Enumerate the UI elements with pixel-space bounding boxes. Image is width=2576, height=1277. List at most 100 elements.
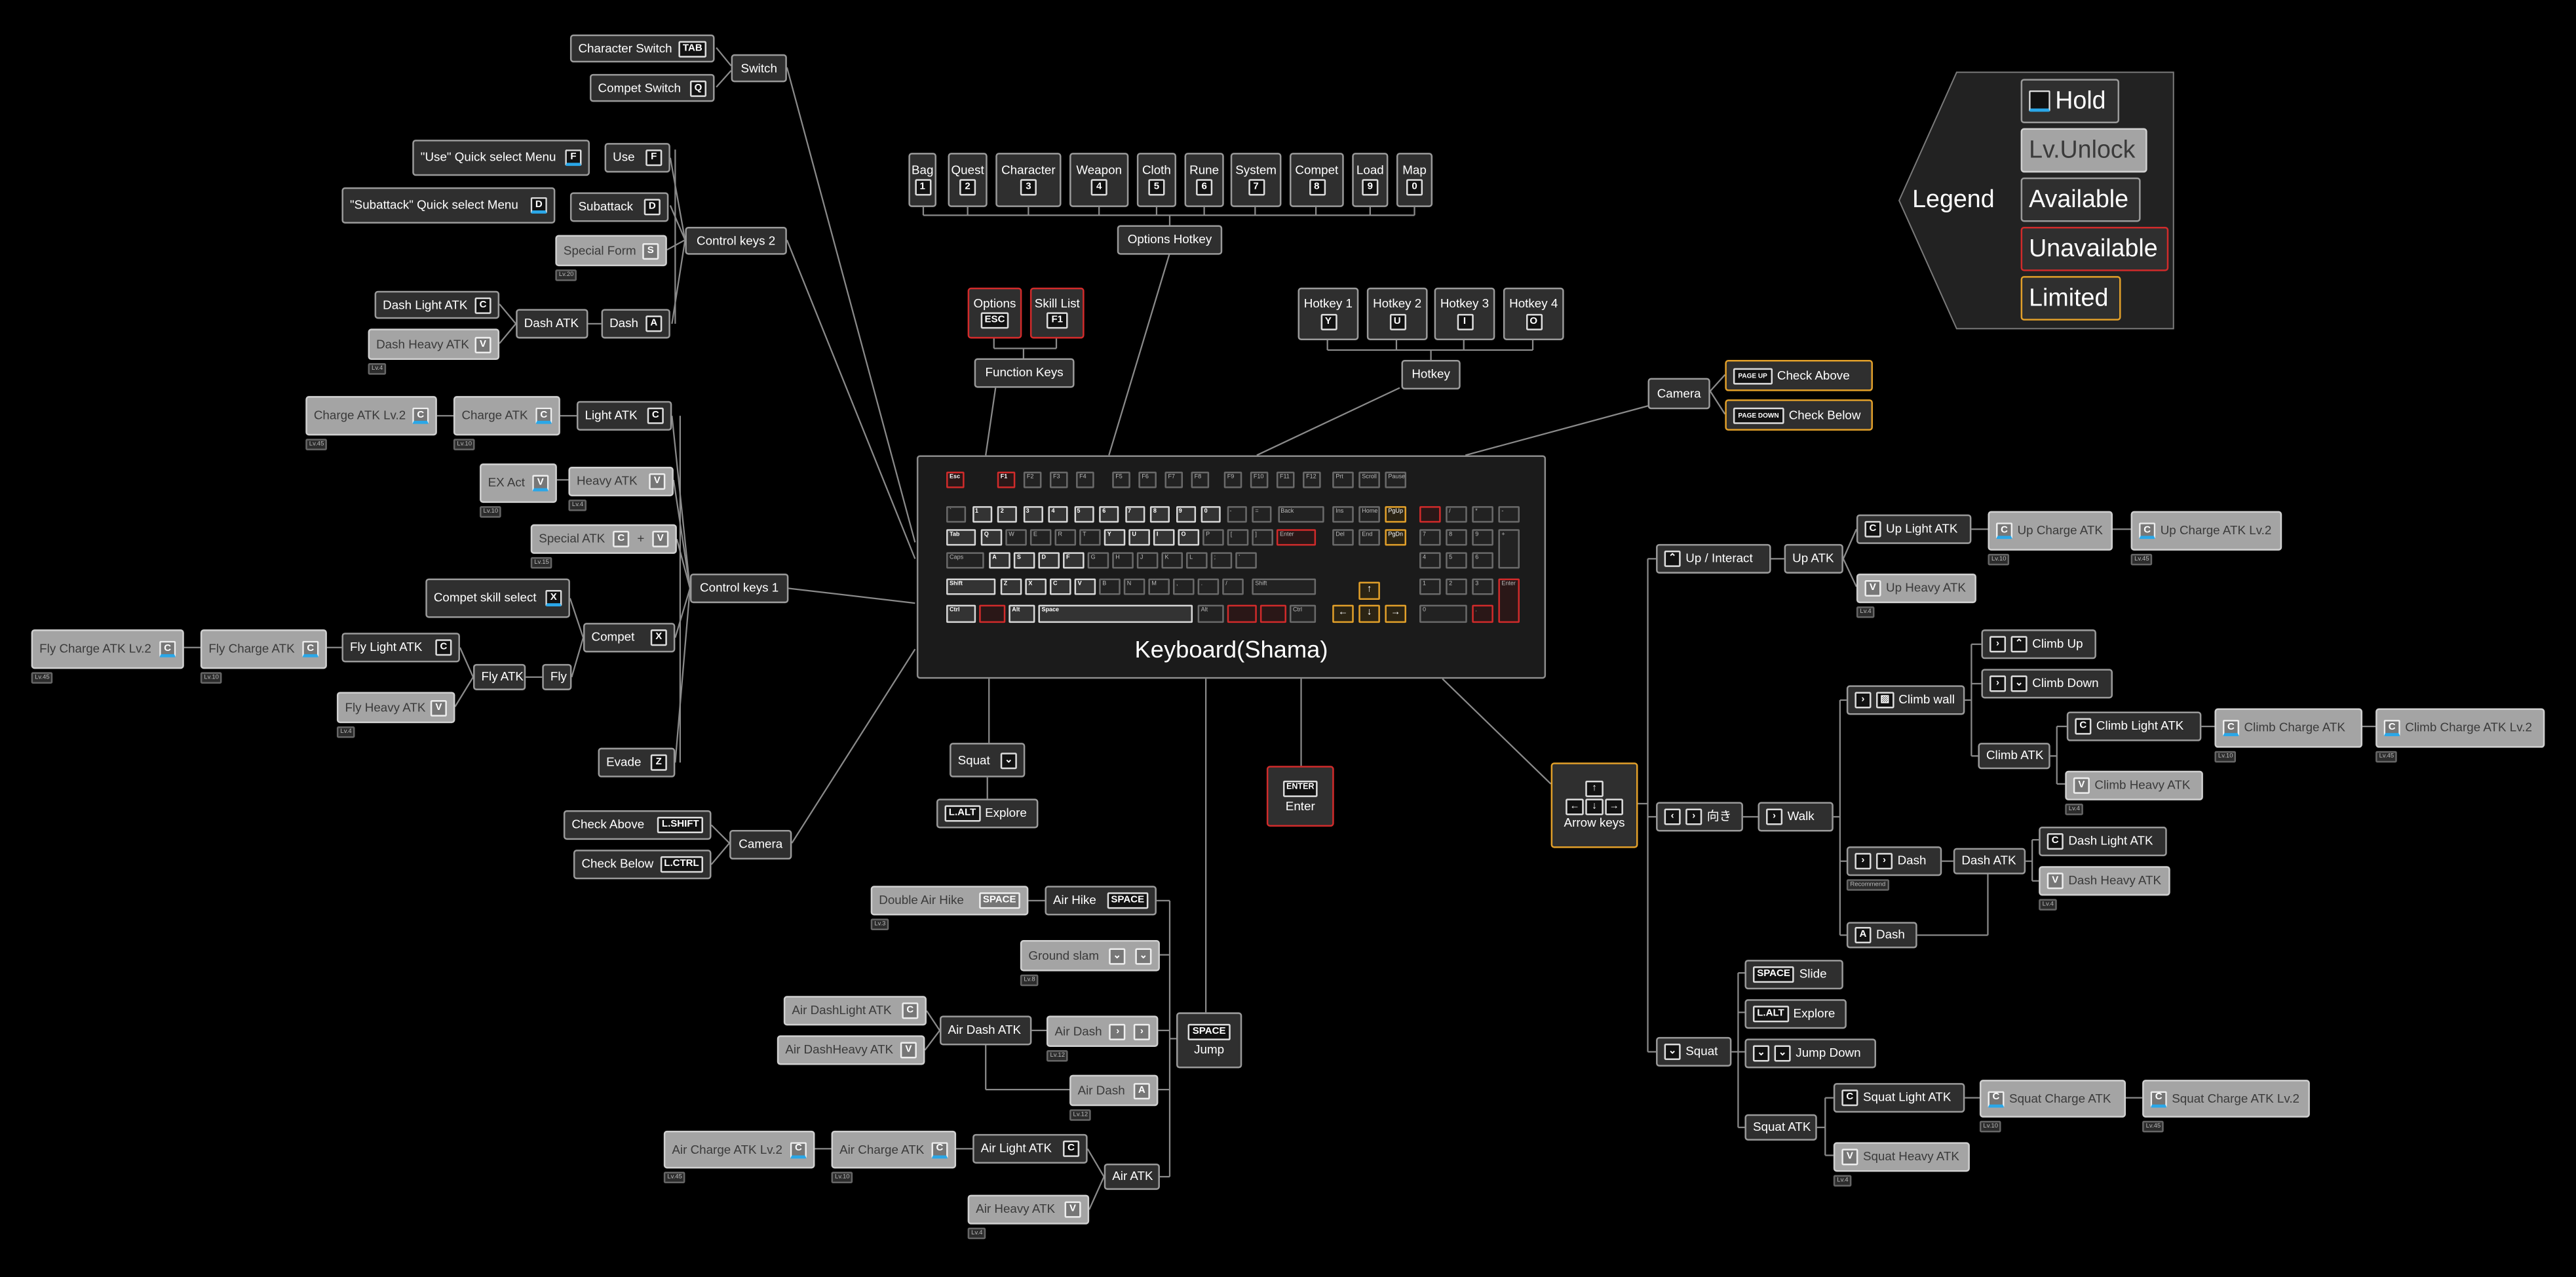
key-cap: L.SHIFT bbox=[657, 816, 703, 834]
node-label: Climb Charge ATK bbox=[2244, 720, 2345, 736]
key-cap: C bbox=[2383, 720, 2400, 737]
key-cap: V bbox=[474, 336, 491, 353]
key-cap: Y bbox=[1320, 313, 1337, 330]
connector-line bbox=[1842, 528, 1857, 559]
level-tag: Lv.10 bbox=[1988, 553, 2010, 565]
hub-switch: Switch bbox=[731, 54, 787, 83]
level-tag: Lv.8 bbox=[1020, 974, 1039, 986]
connector-line bbox=[786, 67, 916, 543]
legend-lvunlock: Lv.Unlock bbox=[2020, 128, 2147, 173]
keyboard-key: / bbox=[1222, 578, 1244, 595]
keyboard-key: L bbox=[1186, 552, 1208, 569]
keyboard-key: Pause bbox=[1385, 471, 1406, 488]
numpad-key: 9 bbox=[1472, 529, 1493, 546]
legend-hold-label: Hold bbox=[2055, 87, 2106, 115]
key-cap: L.CTRL bbox=[659, 856, 703, 873]
node-label: Up Charge ATK bbox=[2017, 522, 2103, 538]
connector-line bbox=[791, 648, 916, 844]
node-squat-l: Squat⌄ bbox=[950, 743, 1026, 777]
node-label: Dash ATK bbox=[1961, 853, 2016, 869]
key-cap: ⌄ bbox=[1664, 1043, 1681, 1061]
numpad-key: 1 bbox=[1419, 578, 1441, 595]
node-label: Climb Up bbox=[2032, 636, 2083, 652]
keyboard-key: 5 bbox=[1073, 506, 1094, 523]
node-label: Dash bbox=[1875, 927, 1905, 943]
node-climb-down: ›⌄Climb Down bbox=[1981, 669, 2113, 699]
key-cap: ⌄ bbox=[1109, 947, 1126, 964]
keyboard-key: 1 bbox=[971, 506, 991, 523]
level-tag: Lv.10 bbox=[1979, 1120, 2002, 1132]
keyboard-key: 4 bbox=[1048, 506, 1068, 523]
level-tag: Lv.12 bbox=[1046, 1050, 1069, 1062]
level-tag: Lv.45 bbox=[305, 439, 328, 450]
keyboard-key: 6 bbox=[1099, 506, 1119, 523]
connector-line bbox=[674, 588, 691, 763]
keyboard-key: Caps bbox=[946, 552, 984, 569]
node-label: Air DashLight ATK bbox=[792, 1002, 892, 1018]
keyboard-key: Back bbox=[1277, 506, 1324, 523]
node-label: Up Heavy ATK bbox=[1886, 580, 1966, 596]
keyboard-key: Y bbox=[1104, 529, 1126, 546]
node-label: Climb Down bbox=[2032, 676, 2099, 691]
key-cap: C bbox=[435, 639, 452, 656]
numpad-key: . bbox=[1472, 604, 1493, 623]
keyboard-key: F3 bbox=[1049, 471, 1068, 488]
node-label: Character bbox=[1001, 162, 1056, 178]
key-cap: ⌄ bbox=[2010, 675, 2028, 692]
node-label: Light ATK bbox=[585, 408, 638, 423]
numpad-key: * bbox=[1472, 506, 1493, 523]
keyboard-key: PgDn bbox=[1385, 529, 1406, 546]
keyboard-key: Tab bbox=[946, 529, 976, 546]
key-cap: ENTER bbox=[1282, 780, 1318, 797]
level-tag: Lv.45 bbox=[2130, 553, 2153, 565]
keyboard-key: 0 bbox=[1201, 506, 1221, 523]
keyboard-key: F1 bbox=[997, 471, 1016, 488]
key-cap: S bbox=[642, 242, 659, 259]
connector-line bbox=[454, 677, 474, 707]
node-label: Use bbox=[613, 149, 635, 165]
hub-options-hotkey: Options Hotkey bbox=[1117, 225, 1223, 255]
node-label: Dash bbox=[1897, 853, 1927, 869]
keyboard-key bbox=[979, 604, 1006, 623]
node-label: Air Light ATK bbox=[980, 1141, 1052, 1156]
numpad-key: 0 bbox=[1419, 604, 1467, 623]
node-label: Special Form bbox=[563, 243, 636, 258]
keyboard-key: P bbox=[1202, 529, 1224, 546]
connector-line bbox=[1256, 387, 1400, 456]
hub-camera-left: Camera bbox=[729, 830, 792, 860]
level-tag: Lv.4 bbox=[2065, 803, 2084, 815]
connector-line bbox=[1465, 405, 1648, 456]
node-label: Compet bbox=[1295, 162, 1339, 178]
key-cap: Q bbox=[689, 79, 707, 96]
node-label: Charge ATK Lv.2 bbox=[313, 408, 406, 423]
keyboard-key: Shift bbox=[1252, 578, 1317, 595]
keyboard-key: G bbox=[1087, 552, 1109, 569]
connector-line bbox=[676, 539, 691, 589]
keyboard-key: Shift bbox=[946, 578, 996, 595]
keyboard-key: F11 bbox=[1276, 471, 1295, 488]
key-cap: A bbox=[1855, 926, 1872, 944]
node-label: Fly Light ATK bbox=[349, 639, 423, 655]
arrow-spacer bbox=[1566, 781, 1584, 797]
node-squat-atk: Squat ATK bbox=[1744, 1114, 1817, 1141]
node-label: Compet skill select bbox=[433, 590, 537, 606]
level-tag: Lv.4 bbox=[967, 1227, 986, 1239]
key-cap: C bbox=[1996, 522, 2013, 540]
connector-line bbox=[710, 824, 730, 844]
keyboard-key: H bbox=[1112, 552, 1134, 569]
